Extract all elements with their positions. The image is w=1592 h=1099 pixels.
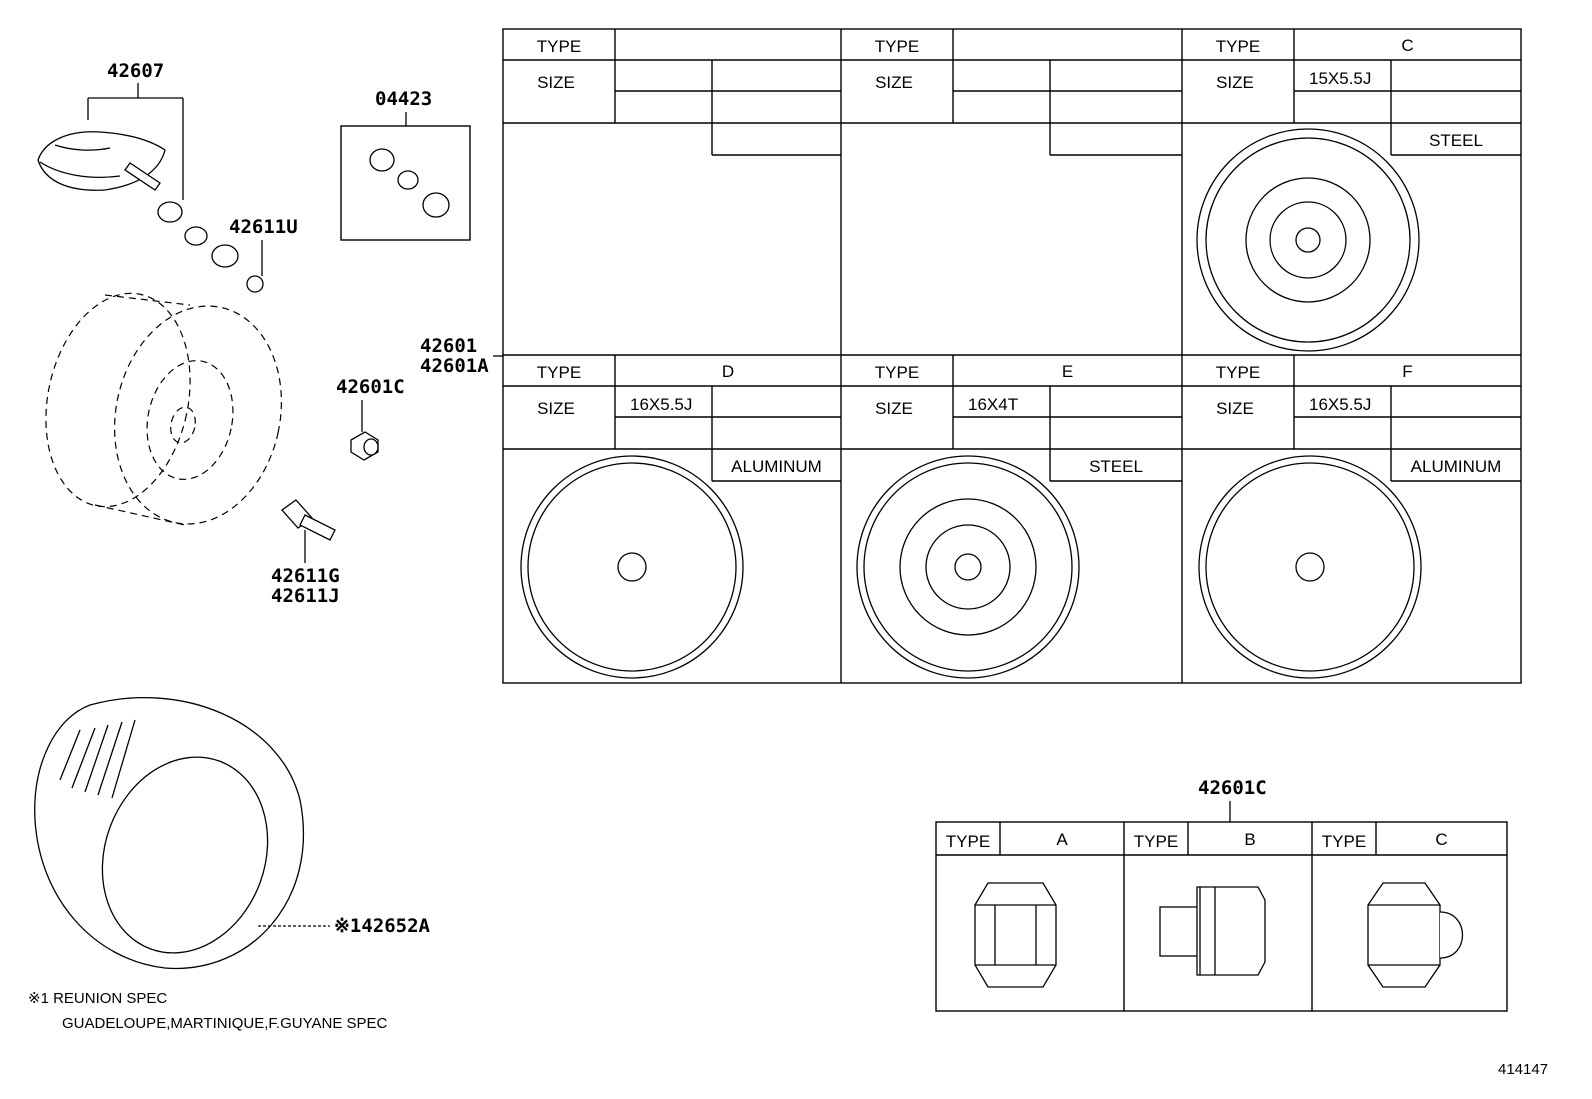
wheel-type-label: TYPE [537, 363, 581, 382]
hub-nut-icon [350, 431, 379, 461]
wheel-size-value: 16X5.5J [630, 395, 692, 414]
wheel-type-label: TYPE [1216, 37, 1260, 56]
wheel-type-table: TYPE SIZE TYPE SIZE TYPE SIZE C 15X5.5J STEEL TYP… [502, 28, 1522, 684]
wheel-size-label: SIZE [537, 73, 575, 92]
leader-42607 [87, 83, 184, 200]
nut-type-value: C [1435, 830, 1447, 849]
wheel-type-label: TYPE [875, 363, 919, 382]
wheel-type-label: TYPE [537, 37, 581, 56]
tpms-sensor-icon [37, 131, 264, 293]
grommet-icon [369, 148, 450, 218]
nut-table-title: 42601C [1198, 777, 1267, 799]
alloy-wheel-icon [1198, 455, 1422, 679]
wheel-material-value: STEEL [1429, 131, 1483, 150]
lug-nut-icon [974, 882, 1057, 988]
nut-type-value: B [1244, 830, 1255, 849]
label-42607: 42607 [107, 60, 164, 82]
nut-type-label: TYPE [1134, 832, 1178, 851]
label-42652a: ※142652A [334, 915, 431, 937]
alloy-wheel-icon [520, 455, 744, 679]
footnote-line2: GUADELOUPE,MARTINIQUE,F.GUYANE SPEC [62, 1015, 388, 1032]
wheel-outline-icon [45, 292, 283, 526]
wheel-material-value: ALUMINUM [731, 457, 822, 476]
lug-nut-icon [1367, 882, 1463, 988]
wheel-size-value: 16X5.5J [1309, 395, 1371, 414]
steel-wheel-icon [1196, 128, 1420, 352]
wheel-type-value: C [1401, 36, 1413, 55]
label-42611j: 42611J [271, 585, 340, 607]
valve-stem-icon [281, 499, 336, 541]
label-42601c: 42601C [336, 376, 405, 398]
nut-type-value: A [1056, 830, 1068, 849]
grommet-kit-box [340, 125, 471, 241]
wheel-material-value: ALUMINUM [1411, 457, 1502, 476]
steel-wheel-icon [856, 455, 1080, 679]
wheel-type-value: D [722, 362, 734, 381]
wheel-size-value: 16X4T [968, 395, 1018, 414]
footnote-line1: ※1 REUNION SPEC [28, 990, 167, 1007]
label-42611u: 42611U [229, 216, 298, 238]
lug-nut-type-table: TYPE A TYPE B TYPE C [935, 821, 1508, 1012]
label-42611g: 42611G [271, 565, 340, 587]
lug-nut-icon [1159, 886, 1266, 976]
nut-type-label: TYPE [1322, 832, 1366, 851]
wheel-size-label: SIZE [1216, 73, 1254, 92]
diagram-id: 414147 [1498, 1061, 1548, 1078]
wheel-type-label: TYPE [1216, 363, 1260, 382]
nut-type-label: TYPE [946, 832, 990, 851]
wheel-size-label: SIZE [875, 399, 913, 418]
wheel-size-label: SIZE [537, 399, 575, 418]
wheel-type-label: TYPE [875, 37, 919, 56]
wheel-type-value: E [1062, 362, 1073, 381]
label-04423: 04423 [375, 88, 432, 110]
wheel-type-value: F [1402, 362, 1412, 381]
label-42601: 42601 [420, 335, 477, 357]
wheel-size-value: 15X5.5J [1309, 69, 1371, 88]
wheel-size-label: SIZE [875, 73, 913, 92]
wheel-material-value: STEEL [1089, 457, 1143, 476]
label-42601a: 42601A [420, 355, 489, 377]
wheel-size-label: SIZE [1216, 399, 1254, 418]
tire-icon [34, 697, 305, 970]
